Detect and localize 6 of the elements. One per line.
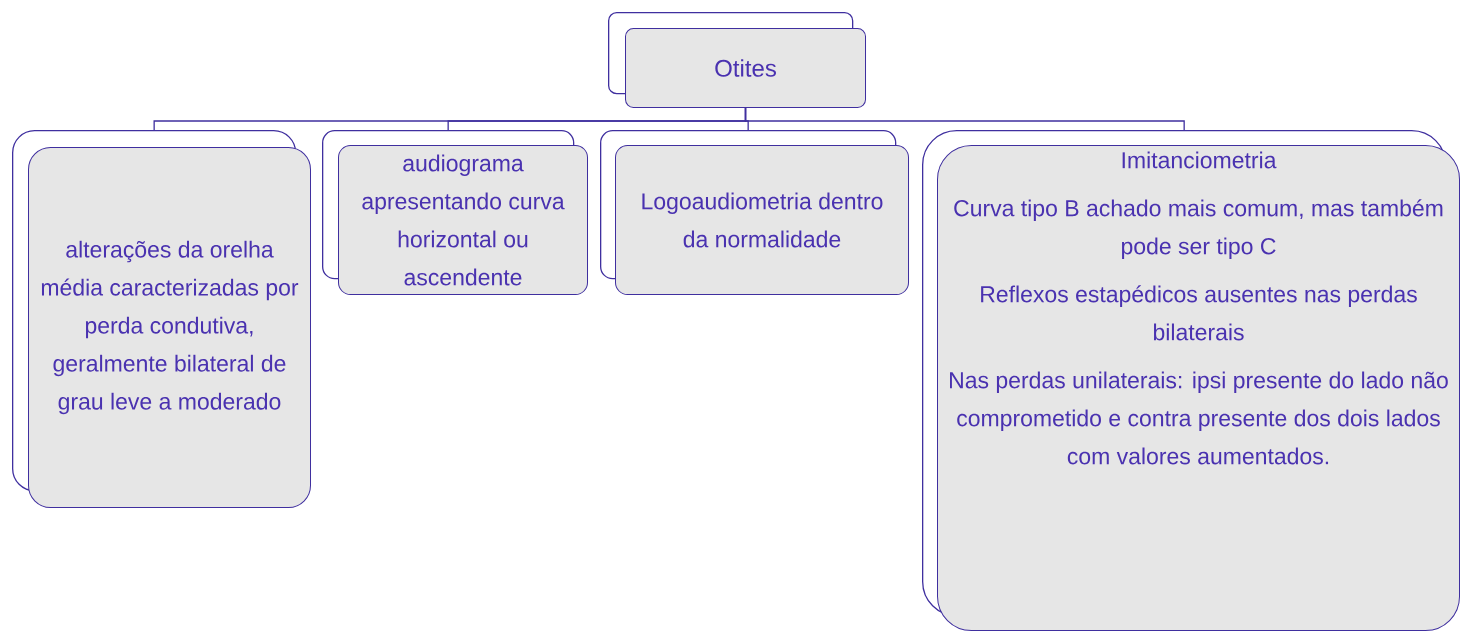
stacked-card: audiograma apresentando curva horizontal ou ascendente (322, 130, 588, 295)
stacked-card: Logoaudiometria dentro da normalidade (600, 130, 909, 295)
stacked-card: Imitanciometria Curva tipo B achado mais comum, mas também pode ser tipo C Reflexos estapédicos ausentes nas perdas bilaterais Nas perdas unilaterais: ipsi presente do lado não comprometido e contra presente dos dois lados com valores aumentados. (922, 130, 1460, 631)
stacked-card: Otites (608, 12, 866, 108)
connector (744, 107, 1185, 131)
stacked-card: alterações da orelha média caracterizadas por perda condutiva, geralmente bilateral de grau leve a moderado (12, 130, 311, 508)
